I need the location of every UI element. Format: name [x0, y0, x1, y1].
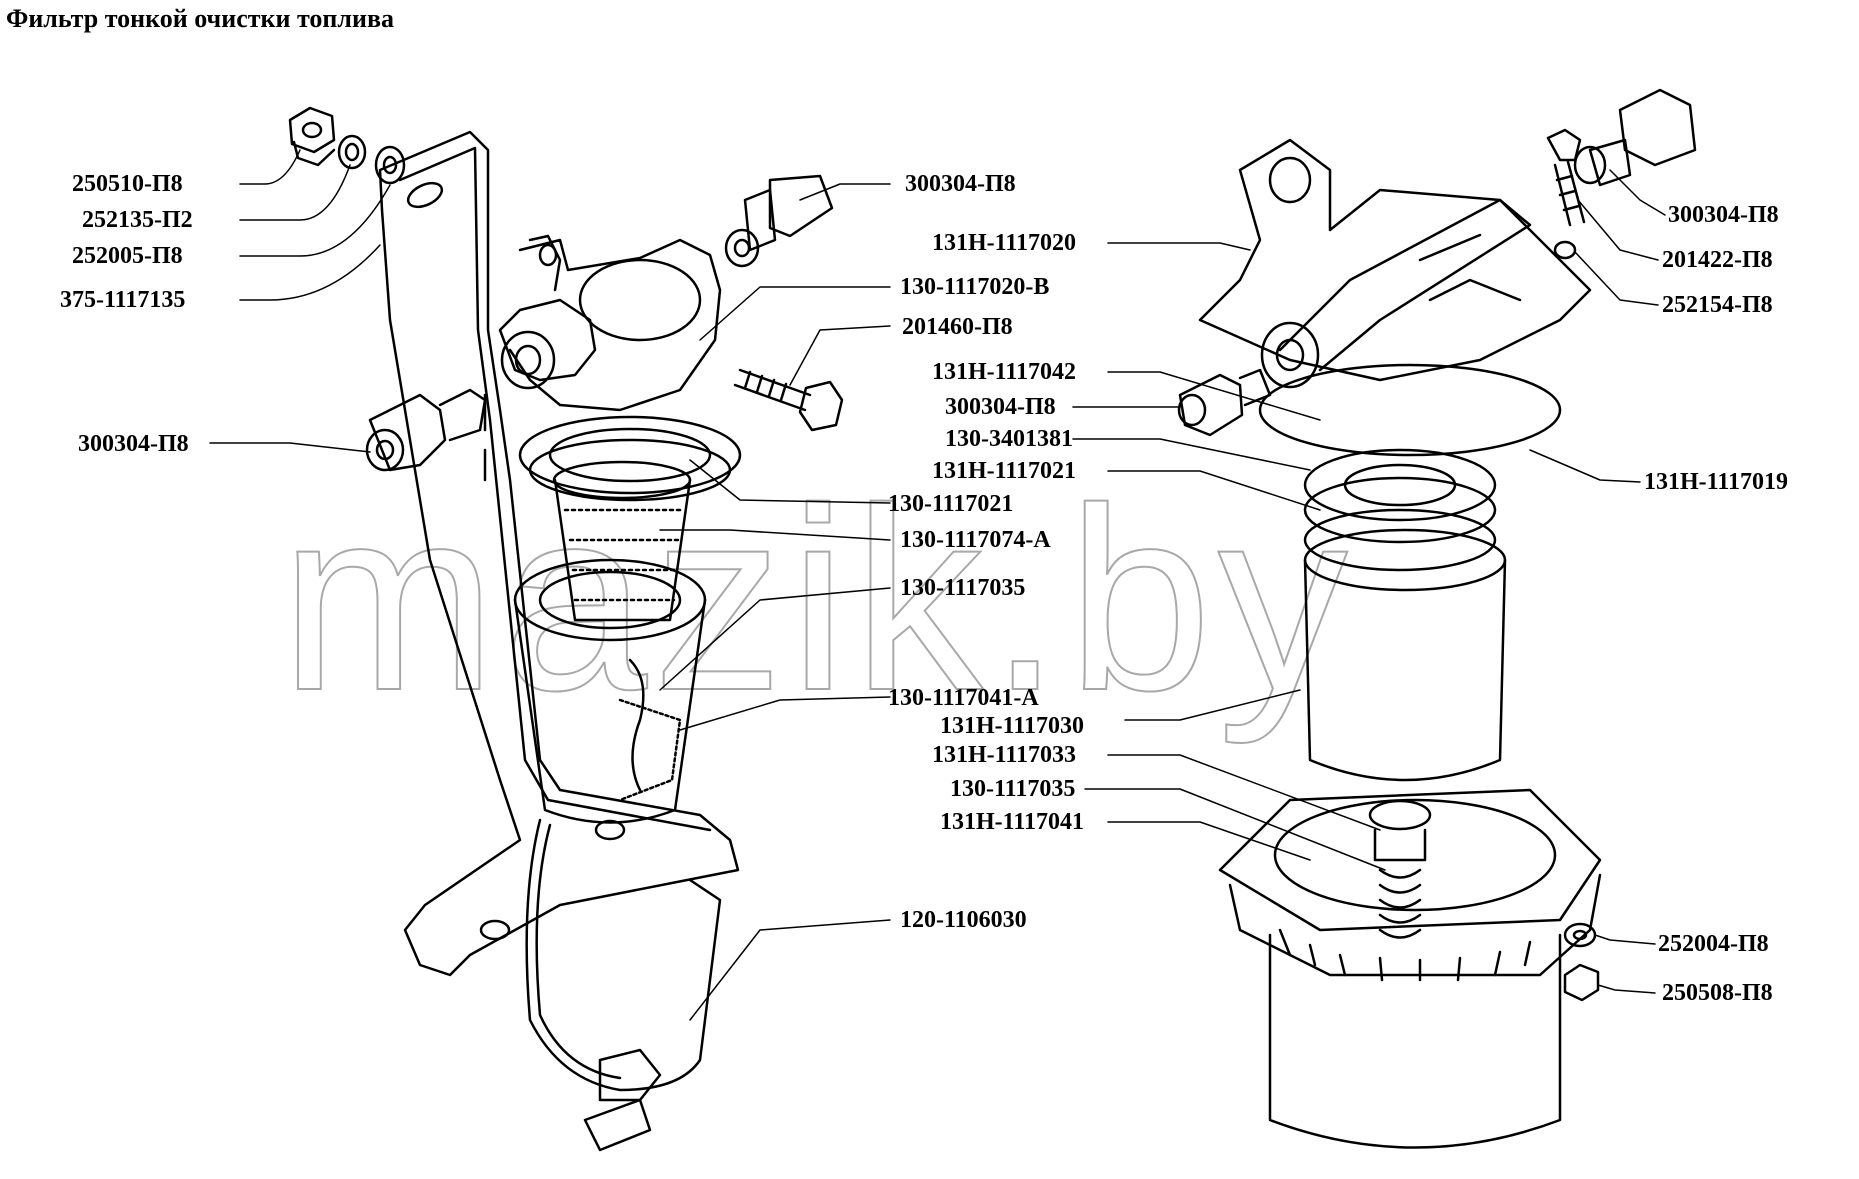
watermark: mazik.by — [279, 455, 1354, 745]
filter-element — [552, 460, 692, 622]
label-120-1106030: 120-1106030 — [900, 907, 1027, 933]
label-375-1117135: 375-1117135 — [60, 287, 186, 313]
label-300304-p8-far-right: 300304-П8 — [1668, 202, 1779, 228]
filter-head — [498, 234, 722, 412]
bolt-201460 — [733, 368, 844, 432]
label-131n-1117033: 131Н-1117033 — [932, 742, 1077, 768]
top-bolt-washers — [288, 106, 406, 185]
label-131n-1117019: 131Н-1117019 — [1644, 469, 1789, 495]
label-252135-p2: 252135-П2 — [82, 207, 193, 233]
label-201460-p8: 201460-П8 — [902, 314, 1013, 340]
label-250508-p8: 250508-П8 — [1662, 980, 1773, 1006]
bottom-washer-nut — [1563, 922, 1600, 1002]
label-130-1117021: 130-1117021 — [888, 491, 1014, 517]
right-filter-assembly — [1177, 88, 1697, 1149]
label-201422-p8: 201422-П8 — [1662, 247, 1773, 273]
label-131n-1117021: 131Н-1117021 — [932, 458, 1077, 484]
right-filter-head — [1198, 138, 1592, 389]
label-300304-p8-right: 300304-П8 — [945, 394, 1056, 420]
label-300304-p8-left: 300304-П8 — [78, 431, 189, 457]
diagram-title: Фильтр тонкой очистки топлива — [6, 4, 394, 33]
label-131n-1117042: 131Н-1117042 — [932, 359, 1077, 385]
drain-tube — [525, 818, 722, 1152]
label-131n-1117020: 131Н-1117020 — [932, 230, 1077, 256]
label-131n-1117030: 131Н-1117030 — [940, 713, 1085, 739]
label-130-3401381: 130-3401381 — [945, 426, 1073, 452]
right-fitting-top — [1546, 88, 1697, 260]
label-131n-1117041: 131Н-1117041 — [940, 809, 1085, 835]
label-250510-p8: 250510-П8 — [72, 171, 183, 197]
o-ring — [1258, 363, 1562, 457]
bracket — [378, 130, 740, 977]
left-leader-lines — [209, 149, 891, 1021]
label-252154-p8: 252154-П8 — [1662, 292, 1773, 318]
right-seals — [1303, 448, 1497, 572]
filter-bowl — [513, 558, 707, 824]
seal-rings — [518, 415, 742, 502]
label-130-1117041-a: 130-1117041-А — [888, 685, 1039, 711]
label-252005-p8: 252005-П8 — [72, 243, 183, 269]
right-housing — [1218, 788, 1602, 1149]
label-252004-p8: 252004-П8 — [1658, 931, 1769, 957]
right-filter-element — [1303, 528, 1507, 782]
fitting-top — [724, 174, 834, 268]
label-130-1117020-v: 130-1117020-В — [900, 274, 1050, 300]
left-filter-assembly — [288, 106, 844, 1152]
fitting-side — [365, 388, 487, 472]
label-300304-p8-top: 300304-П8 — [905, 171, 1016, 197]
label-130-1117035-left: 130-1117035 — [900, 575, 1026, 601]
right-leader-lines — [1072, 169, 1666, 994]
spring — [1368, 799, 1432, 939]
label-130-1117074-a: 130-1117074-А — [900, 527, 1051, 553]
right-fitting-side — [1177, 368, 1272, 437]
label-130-1117035-right: 130-1117035 — [950, 776, 1076, 802]
